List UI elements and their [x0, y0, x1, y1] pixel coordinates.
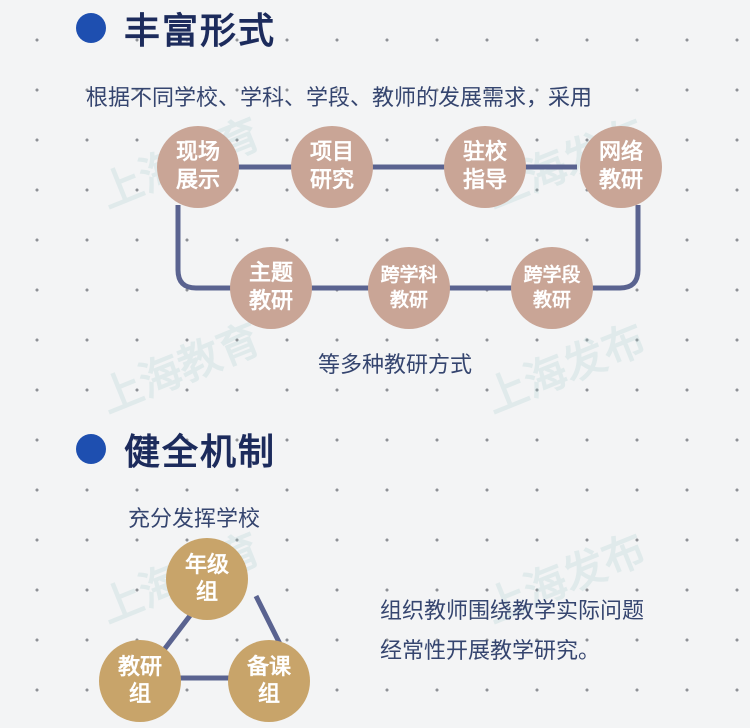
description-line: 经常性开展教学研究。: [380, 639, 601, 664]
section-heading-sound-mechanism: 健全机制: [76, 423, 276, 475]
section-heading-rich-forms: 丰富形式: [76, 2, 276, 54]
node-label: 教研: [248, 289, 293, 314]
form-node-school-guidance: 驻校 指导: [444, 126, 526, 208]
node-label: 组: [257, 682, 280, 707]
form-node-theme-research: 主题 教研: [230, 247, 312, 329]
node-label: 指导: [462, 168, 507, 193]
form-node-project-research: 项目 研究: [291, 126, 373, 208]
section-intro: 充分发挥学校: [128, 507, 261, 532]
group-node-grade: 年级 组: [166, 538, 248, 620]
node-label: 跨学科: [380, 264, 438, 286]
form-node-cross-subject: 跨学科 教研: [368, 247, 450, 329]
bullet-dot-icon: [76, 13, 106, 43]
description-line: 组织教师围绕教学实际问题: [380, 599, 645, 624]
group-node-lesson-prep: 备课 组: [228, 640, 310, 722]
form-node-online-research: 网络 教研: [580, 126, 662, 208]
node-label: 教研: [598, 168, 643, 193]
form-node-onsite-display: 现场 展示: [157, 126, 239, 208]
node-label: 展示: [175, 168, 220, 193]
node-label: 主题: [248, 261, 293, 286]
form-node-cross-stage: 跨学段 教研: [511, 247, 593, 329]
node-label: 组: [128, 682, 151, 707]
section-footer: 等多种教研方式: [318, 353, 473, 378]
section-title: 健全机制: [124, 432, 277, 473]
group-node-teaching-research: 教研 组: [99, 640, 181, 722]
section-title: 丰富形式: [124, 11, 277, 52]
node-label: 年级: [184, 553, 229, 578]
bullet-dot-icon: [76, 434, 106, 464]
node-label: 备课: [246, 655, 291, 680]
node-label: 项目: [309, 140, 354, 165]
section-intro: 根据不同学校、学科、学段、教师的发展需求，采用: [86, 86, 593, 111]
node-label: 教研: [389, 289, 428, 311]
node-label: 研究: [309, 168, 354, 193]
node-label: 现场: [175, 140, 220, 165]
node-label: 跨学段: [523, 264, 581, 286]
node-label: 教研: [532, 289, 571, 311]
node-label: 驻校: [462, 140, 507, 165]
node-label: 组: [195, 580, 218, 605]
mechanism-description: 组织教师围绕教学实际问题 经常性开展教学研究。: [380, 592, 644, 672]
node-label: 教研: [117, 655, 162, 680]
node-label: 网络: [598, 140, 643, 165]
